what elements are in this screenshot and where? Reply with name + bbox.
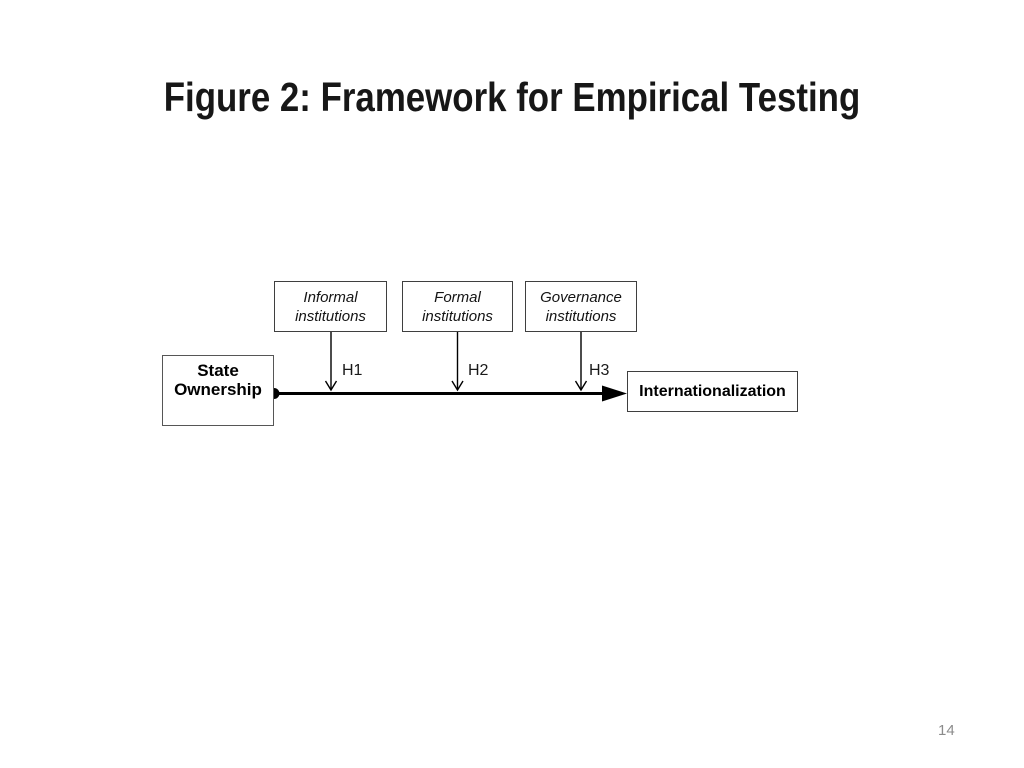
- page-number: 14: [938, 722, 955, 739]
- box-internationalization: Internationalization: [627, 371, 798, 412]
- moderation-arrow-h2-head-icon: [451, 380, 464, 392]
- causal-arrowhead-icon: [602, 385, 627, 402]
- slide-title: Figure 2: Framework for Empirical Testin…: [163, 74, 861, 120]
- box-label-line: Informal: [303, 288, 358, 306]
- box-label-line: Ownership: [174, 380, 262, 399]
- box-informal-institutions: Informal institutions: [274, 281, 387, 332]
- moderation-arrow-h3-head-icon: [574, 380, 588, 392]
- box-label-line: institutions: [422, 307, 493, 325]
- box-label-line: Governance: [540, 288, 622, 306]
- moderation-arrow-h1-head-icon: [324, 380, 338, 392]
- box-formal-institutions: Formal institutions: [402, 281, 513, 332]
- box-label-line: Internationalization: [639, 382, 786, 400]
- box-label-line: institutions: [295, 307, 366, 325]
- box-label-line: Formal: [434, 288, 481, 306]
- hypothesis-label-h3: H3: [589, 362, 610, 379]
- box-governance-institutions: Governance institutions: [525, 281, 637, 332]
- box-label-line: State: [197, 361, 239, 380]
- hypothesis-label-h1: H1: [342, 362, 363, 379]
- box-label-line: institutions: [545, 307, 617, 325]
- box-state-ownership: State Ownership: [162, 355, 274, 426]
- hypothesis-label-h2: H2: [468, 362, 489, 379]
